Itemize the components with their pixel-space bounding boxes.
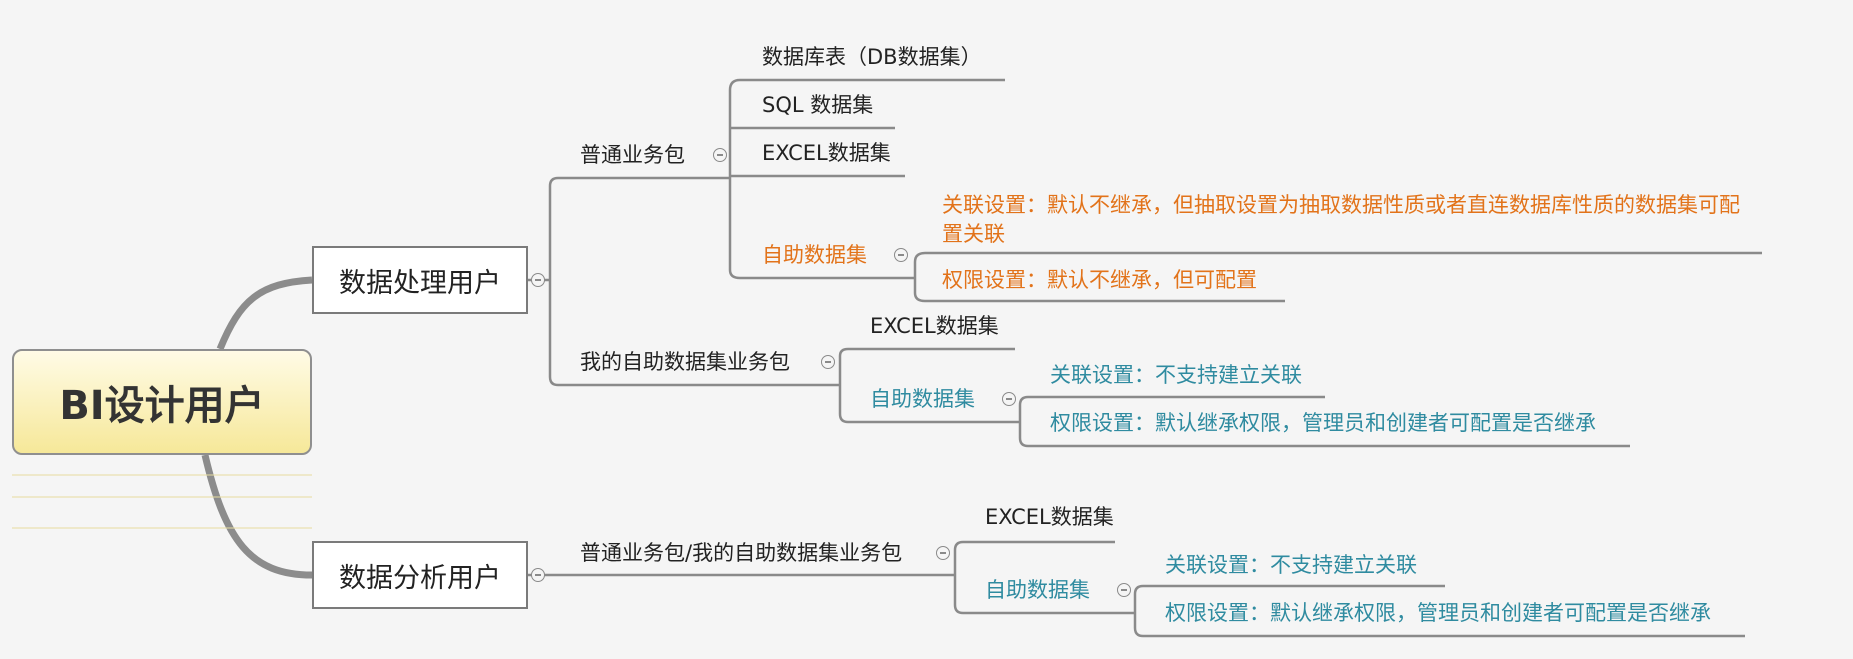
node-assoc-setting[interactable]: 关联设置：不支持建立关联 xyxy=(1165,553,1417,577)
node-excel-dataset[interactable]: EXCEL数据集 xyxy=(870,314,999,338)
node-excel-dataset[interactable]: EXCEL数据集 xyxy=(762,141,891,165)
node-analysis-package[interactable]: 普通业务包/我的自助数据集业务包 xyxy=(580,541,903,565)
node-perm-setting[interactable]: 权限设置：默认继承权限，管理员和创建者可配置是否继承 xyxy=(1050,411,1596,435)
node-self-help-dataset[interactable]: 自助数据集 xyxy=(762,243,867,267)
node-assoc-setting[interactable]: 关联设置：不支持建立关联 xyxy=(1050,363,1302,387)
node-normal-package[interactable]: 普通业务包 xyxy=(580,143,685,167)
node-assoc-setting[interactable]: 关联设置：默认不继承，但抽取设置为抽取数据性质或者直连数据库性质的数据集可配置关… xyxy=(942,193,1740,246)
node-my-self-help-package[interactable]: 我的自助数据集业务包 xyxy=(580,350,790,374)
collapse-toggle-icon[interactable] xyxy=(531,568,545,582)
collapse-toggle-icon[interactable] xyxy=(1002,392,1016,406)
node-db-table-dataset[interactable]: 数据库表（DB数据集） xyxy=(762,45,982,69)
node-data-analysis-user[interactable]: 数据分析用户 xyxy=(312,541,528,609)
collapse-toggle-icon[interactable] xyxy=(821,355,835,369)
collapse-toggle-icon[interactable] xyxy=(894,248,908,262)
root-node[interactable]: BI设计用户 xyxy=(12,349,312,455)
node-self-help-dataset[interactable]: 自助数据集 xyxy=(985,578,1090,602)
collapse-toggle-icon[interactable] xyxy=(936,546,950,560)
node-sql-dataset[interactable]: SQL 数据集 xyxy=(762,93,874,117)
node-perm-setting[interactable]: 权限设置：默认不继承，但可配置 xyxy=(942,268,1257,292)
node-self-help-dataset[interactable]: 自助数据集 xyxy=(870,387,975,411)
node-excel-dataset[interactable]: EXCEL数据集 xyxy=(985,505,1114,529)
collapse-toggle-icon[interactable] xyxy=(531,273,545,287)
node-data-processing-user[interactable]: 数据处理用户 xyxy=(312,246,528,314)
collapse-toggle-icon[interactable] xyxy=(713,148,727,162)
node-perm-setting[interactable]: 权限设置：默认继承权限，管理员和创建者可配置是否继承 xyxy=(1165,601,1711,625)
collapse-toggle-icon[interactable] xyxy=(1117,583,1131,597)
